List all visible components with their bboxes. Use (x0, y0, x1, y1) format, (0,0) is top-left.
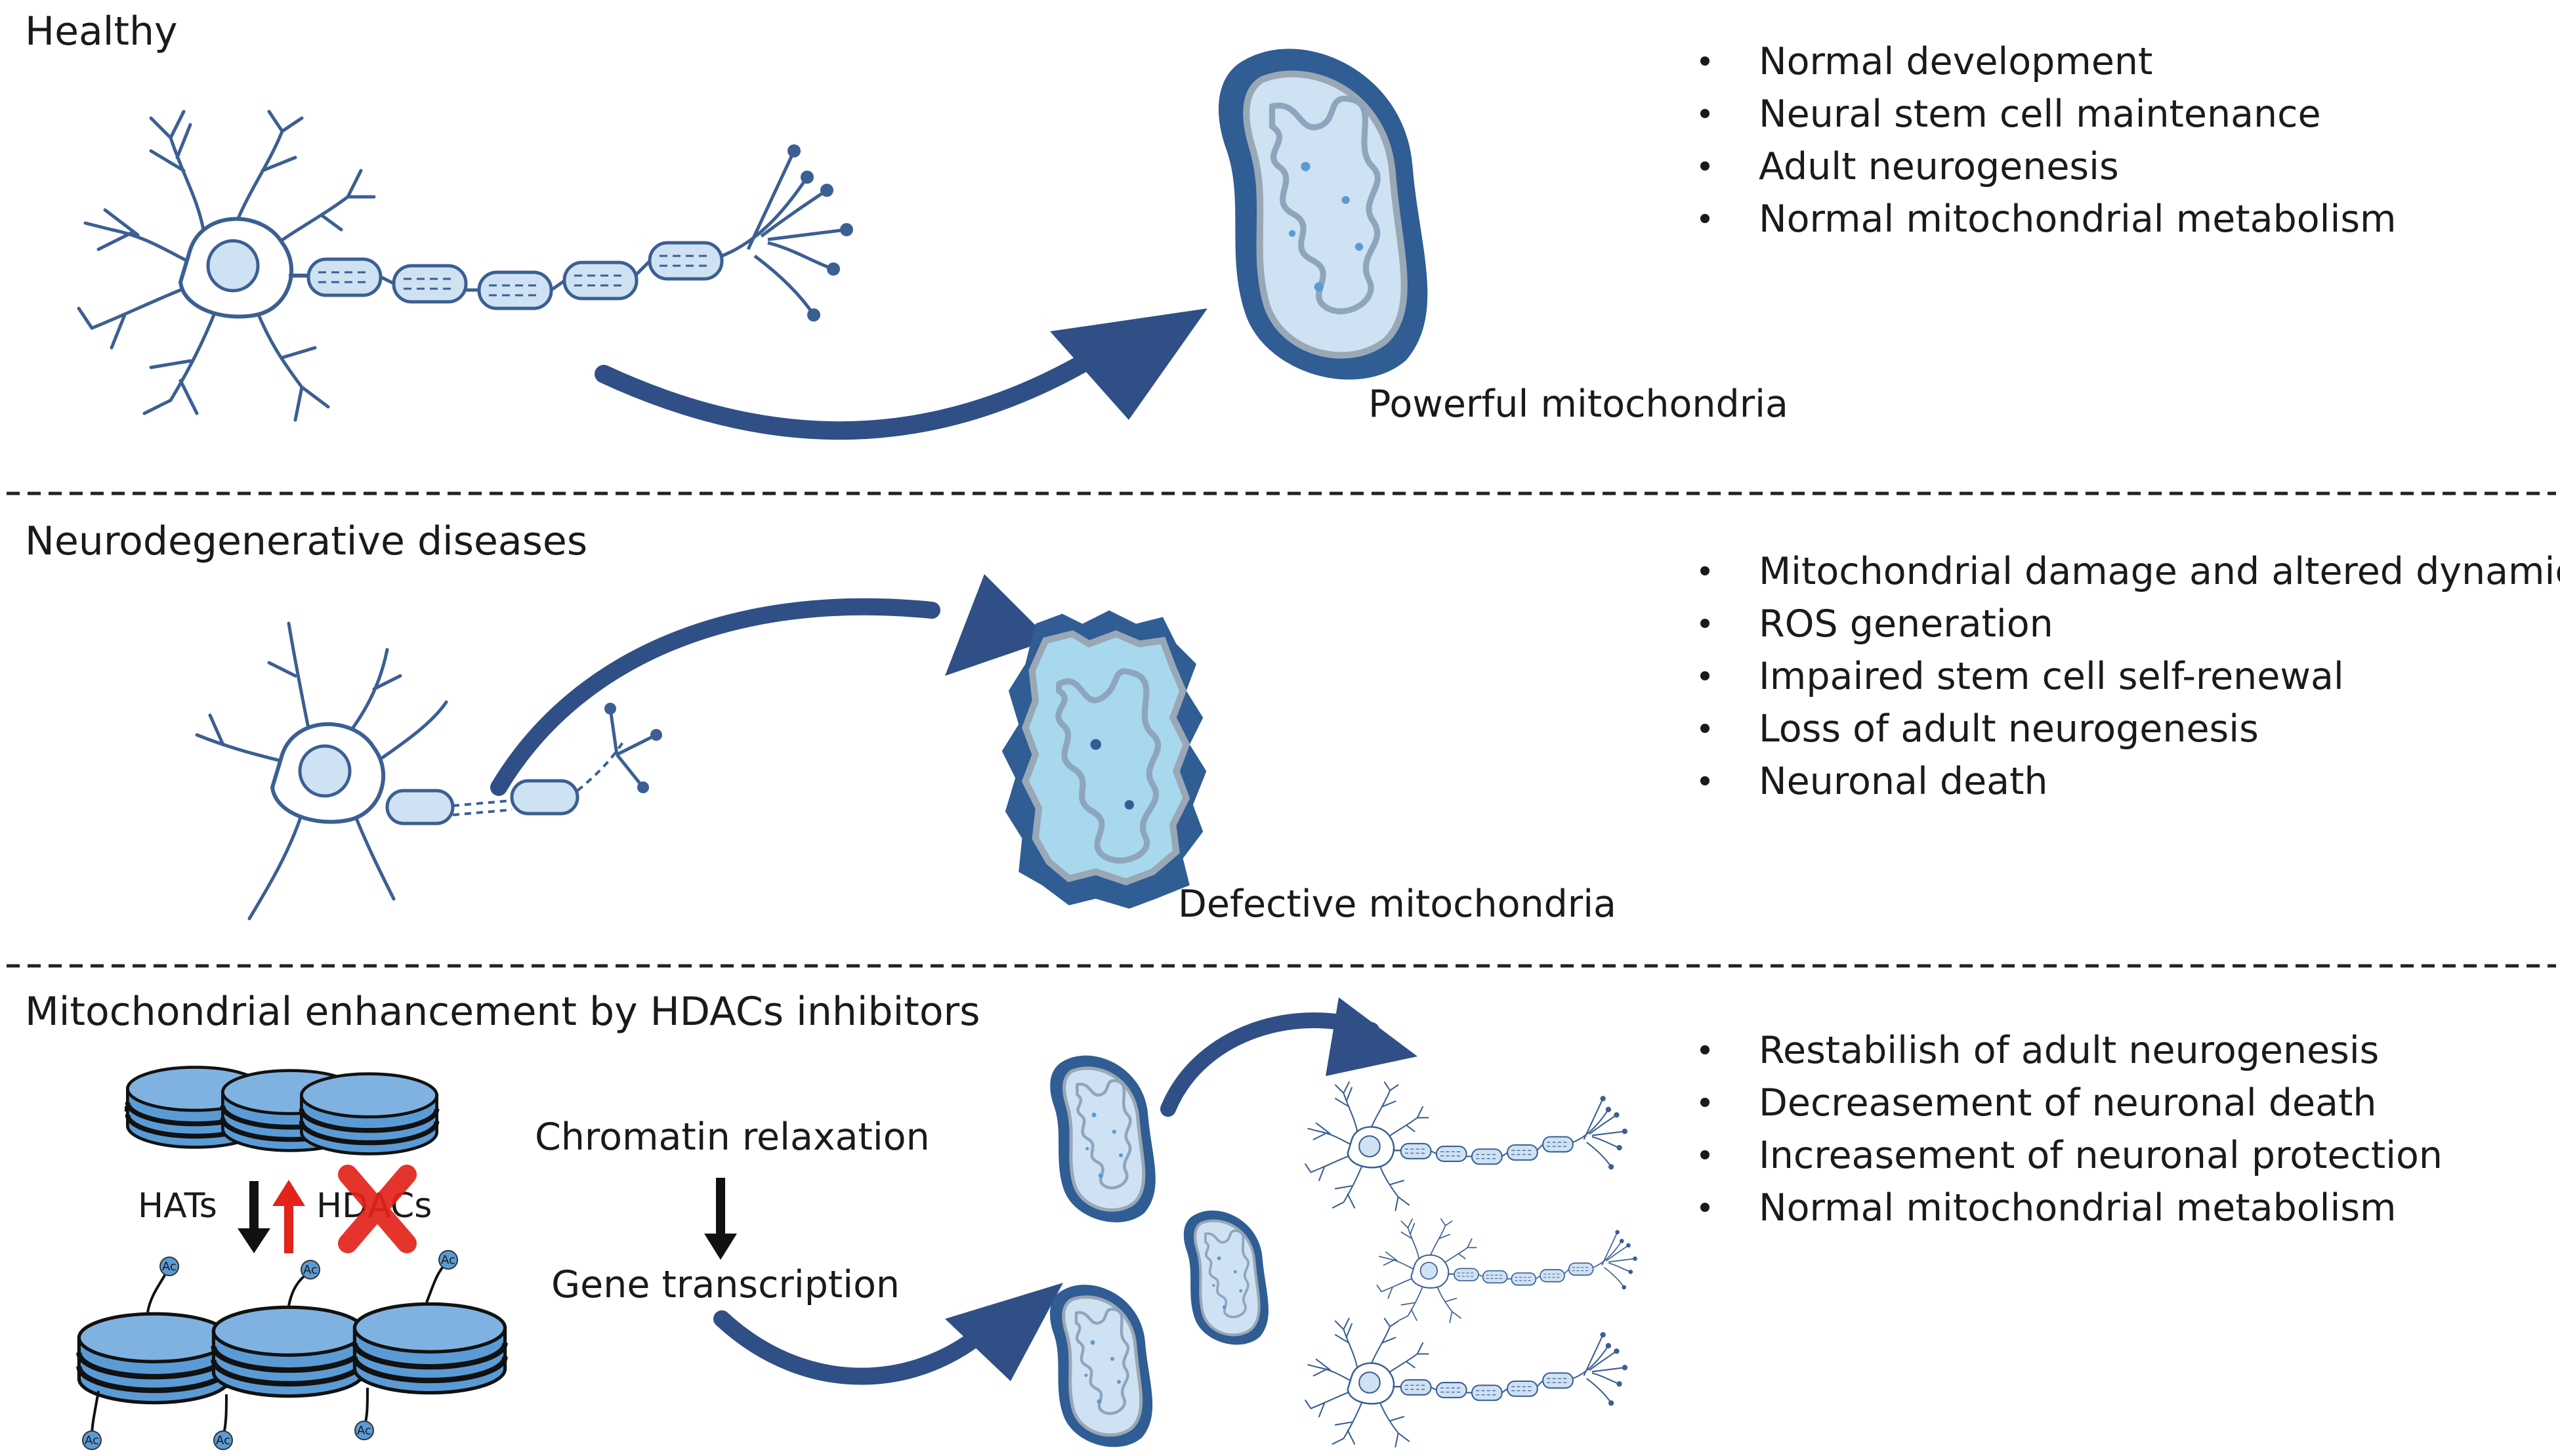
down-arrow-icon (704, 1178, 737, 1260)
list-item: Normal development (1700, 40, 2152, 83)
svg-text:Loss of adult neurogenesis: Loss of adult neurogenesis (1759, 707, 2259, 751)
nucleosome-icon (301, 1074, 436, 1154)
svg-text:Adult neurogenesis: Adult neurogenesis (1759, 145, 2119, 188)
bullet-icon (1700, 161, 1710, 171)
nucleosome-icon (354, 1304, 505, 1392)
defective-mito-caption: Defective mitochondria (1178, 883, 1616, 926)
disease-title: Neurodegenerative diseases (25, 518, 587, 564)
curved-arrow-icon (1160, 997, 1417, 1117)
curved-arrow-icon (595, 308, 1207, 440)
bullet-icon (1700, 566, 1710, 575)
gene-transcription-label: Gene transcription (551, 1263, 900, 1306)
list-item: Neural stem cell maintenance (1700, 93, 2321, 136)
svg-text:Impaired stem cell self-renewa: Impaired stem cell self-renewal (1759, 655, 2344, 698)
svg-text:Restabilish of adult neurogene: Restabilish of adult neurogenesis (1759, 1029, 2379, 1072)
treatment-section: Mitochondrial enhancement by HDACs inhib… (25, 989, 2443, 1450)
chromatin-relaxation-label: Chromatin relaxation (535, 1115, 930, 1159)
list-item: Increasement of neuronal protection (1700, 1134, 2443, 1177)
list-item: Adult neurogenesis (1700, 145, 2119, 188)
acetyl-mark: Ac (303, 1263, 318, 1277)
cross-icon (338, 1165, 417, 1253)
bullet-icon (1700, 724, 1710, 733)
acetyl-mark: Ac (216, 1434, 230, 1447)
curved-arrow-icon (490, 574, 1050, 796)
nucleosome-icon (213, 1307, 364, 1396)
list-item: Restabilish of adult neurogenesis (1700, 1029, 2379, 1072)
healthy-bullet-list: Normal development Neural stem cell main… (1700, 40, 2397, 241)
acetyl-mark: Ac (85, 1434, 99, 1447)
list-item: Neuronal death (1700, 760, 2048, 803)
bullet-icon (1700, 56, 1710, 66)
neuron-icon (1304, 1081, 1629, 1212)
up-arrow-icon (272, 1180, 305, 1253)
relaxed-chromatin: Ac Ac Ac Ac Ac Ac (79, 1250, 505, 1450)
treatment-bullet-list: Restabilish of adult neurogenesis Decrea… (1700, 1029, 2443, 1230)
neuron-icon (197, 623, 662, 919)
acetyl-mark: Ac (441, 1253, 455, 1267)
down-arrow-icon (238, 1181, 270, 1253)
mitochondrion-icon (1219, 49, 1427, 379)
condensed-chromatin (125, 1068, 437, 1154)
mitochondrion-icon (1002, 610, 1207, 909)
svg-text:Normal mitochondrial metabolis: Normal mitochondrial metabolism (1759, 198, 2397, 241)
healthy-section: Healthy Powerful mitochondria Normal dev… (25, 9, 2397, 440)
powerful-mito-caption: Powerful mitochondria (1368, 383, 1788, 426)
curved-arrow-icon (713, 1283, 1063, 1385)
bullet-icon (1700, 776, 1710, 785)
list-item: Loss of adult neurogenesis (1700, 707, 2259, 751)
svg-text:Neuronal death: Neuronal death (1759, 760, 2048, 803)
list-item: ROS generation (1700, 602, 2053, 646)
bullet-icon (1700, 1203, 1710, 1212)
svg-text:Increasement of neuronal prote: Increasement of neuronal protection (1759, 1134, 2443, 1177)
bullet-icon (1700, 214, 1710, 223)
svg-text:ROS generation: ROS generation (1759, 602, 2053, 646)
list-item: Normal mitochondrial metabolism (1700, 198, 2397, 241)
mitochondrion-icon (1184, 1211, 1269, 1345)
nucleosome-icon (79, 1314, 229, 1402)
neuron-icon (1376, 1218, 1638, 1323)
svg-text:Mitochondrial damage and alter: Mitochondrial damage and altered dynamic… (1759, 550, 2560, 593)
svg-text:Normal development: Normal development (1759, 40, 2152, 83)
neuron-icon (79, 112, 853, 420)
disease-bullet-list: Mitochondrial damage and altered dynamic… (1700, 550, 2560, 803)
bullet-icon (1700, 1098, 1710, 1107)
bullet-icon (1700, 109, 1710, 118)
healthy-title: Healthy (25, 9, 178, 54)
hats-label: HATs (138, 1186, 217, 1226)
neuron-icon (1304, 1318, 1629, 1448)
list-item: Impaired stem cell self-renewal (1700, 655, 2344, 698)
bullet-icon (1700, 1045, 1710, 1054)
mitochondrion-icon (1050, 1056, 1156, 1222)
list-item: Mitochondrial damage and altered dynamic… (1700, 550, 2560, 593)
bullet-icon (1700, 671, 1710, 680)
list-item: Decreasement of neuronal death (1700, 1081, 2377, 1125)
bullet-icon (1700, 619, 1710, 628)
disease-section: Neurodegenerative diseases Defective mit… (25, 518, 2560, 926)
list-item: Normal mitochondrial metabolism (1700, 1186, 2397, 1230)
mitochondrion-icon (1050, 1285, 1152, 1447)
svg-text:Normal mitochondrial metabolis: Normal mitochondrial metabolism (1759, 1186, 2397, 1230)
svg-text:Neural stem cell maintenance: Neural stem cell maintenance (1759, 93, 2321, 136)
bullet-icon (1700, 1150, 1710, 1159)
acetyl-mark: Ac (162, 1260, 177, 1274)
treatment-title: Mitochondrial enhancement by HDACs inhib… (25, 989, 980, 1035)
svg-text:Decreasement of neuronal death: Decreasement of neuronal death (1759, 1081, 2377, 1125)
acetyl-mark: Ac (357, 1424, 371, 1438)
